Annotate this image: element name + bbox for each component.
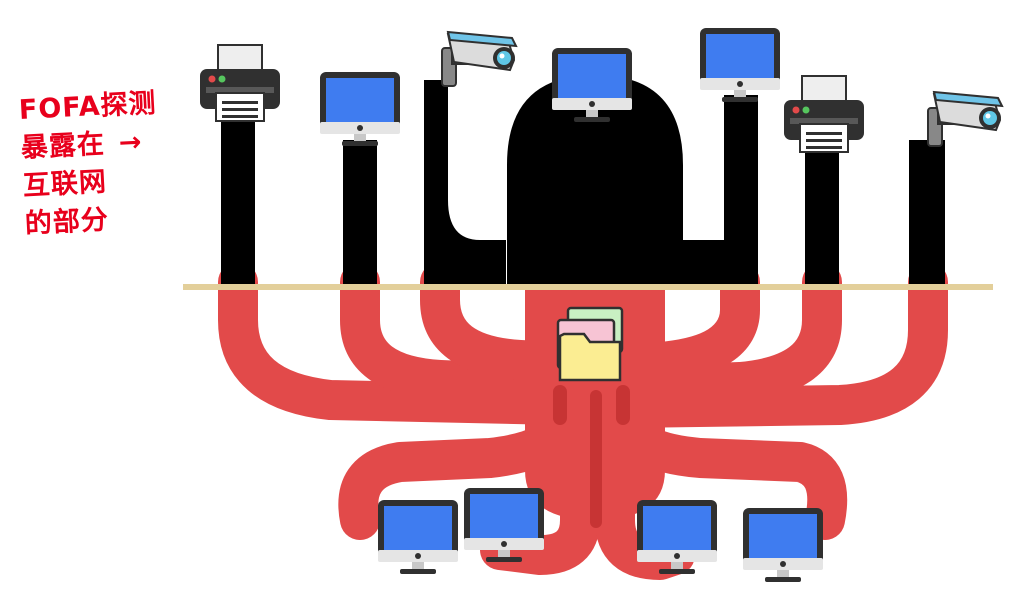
annotation-line-2-text: 暴露在 (20, 128, 106, 164)
arm-join-right (683, 240, 724, 286)
tentacle-camera-left (420, 262, 580, 382)
body-shading (553, 385, 630, 528)
arm-monitor-left (343, 140, 377, 286)
camera-icon (441, 31, 517, 87)
tentacle-monitor-right (610, 262, 760, 382)
arrow-icon: → (118, 126, 144, 159)
annotation-line-2: 暴露在 → (20, 123, 159, 168)
camera-icon (927, 91, 1003, 147)
monitor-icon (743, 508, 823, 582)
arm-printer-right (805, 140, 839, 286)
tentacle-printer-right (610, 262, 842, 406)
tentacle-monitor-left (340, 262, 580, 405)
surface-line (183, 284, 993, 290)
exposed-body (507, 75, 683, 286)
monitor-icon (378, 500, 458, 574)
exposed-tentacles (221, 75, 945, 286)
printer-icon (199, 44, 281, 122)
monitor-icon (320, 72, 400, 146)
monitor-icon (700, 28, 780, 102)
arm-printer-left (221, 110, 255, 286)
printer-icon (783, 75, 865, 153)
arm-camera-left (424, 80, 506, 286)
arm-camera-right (909, 140, 945, 286)
arm-monitor-right (724, 95, 758, 286)
exposure-annotation: FOFA探测 暴露在→ 互联网 的部分 (18, 85, 163, 244)
annotation-line-4: 的部分 (24, 204, 110, 240)
folders-icon (556, 306, 624, 382)
tentacle-camera-right (610, 262, 948, 428)
tentacle-lower-2 (480, 420, 600, 575)
tentacle-printer-left (218, 262, 580, 425)
